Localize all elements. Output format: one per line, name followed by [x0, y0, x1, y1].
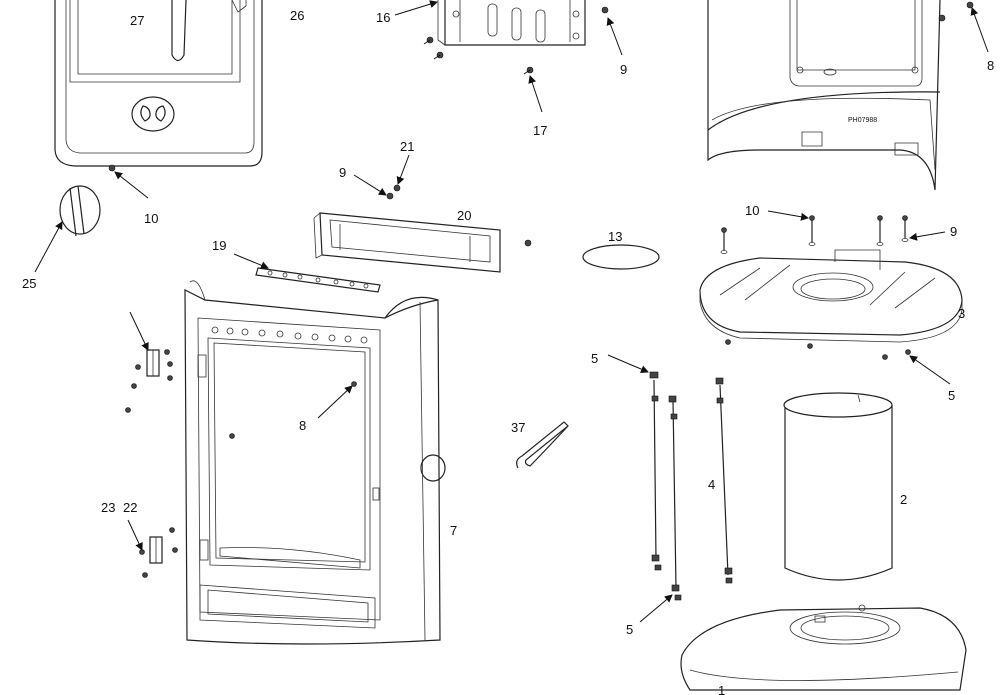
stamp-text: PH07988	[848, 117, 877, 124]
part-19-strip	[255, 267, 381, 293]
screws-plate	[423, 6, 609, 75]
label-10a: 10	[144, 211, 158, 226]
label-22: 22	[123, 500, 137, 515]
label-9a: 9	[620, 62, 627, 77]
part-16-baffle-plate	[437, 0, 586, 46]
label-8b: 8	[299, 418, 306, 433]
label-27: 27	[130, 13, 144, 28]
label-20: 20	[457, 208, 471, 223]
label-9c: 9	[950, 224, 957, 239]
part-37-hook	[516, 421, 569, 469]
part-8-back-panel: PH07988	[707, 0, 974, 191]
label-25: 25	[22, 276, 36, 291]
part-2-cylinder	[783, 392, 893, 581]
label-8a: 8	[987, 58, 994, 73]
label-17: 17	[533, 123, 547, 138]
label-37: 37	[511, 420, 525, 435]
label-7: 7	[450, 523, 457, 538]
label-19: 19	[212, 238, 226, 253]
label-10b: 10	[745, 203, 759, 218]
label-2: 2	[900, 492, 907, 507]
top-bolts	[720, 215, 909, 254]
label-5c: 5	[626, 622, 633, 637]
label-1: 1	[718, 683, 725, 695]
part-3-top-plate	[699, 249, 963, 360]
part-4-tie-rods	[649, 371, 733, 601]
label-4: 4	[708, 477, 715, 492]
part-7-stove-body	[184, 280, 446, 645]
part-13-disc	[582, 244, 660, 270]
label-5a: 5	[591, 351, 598, 366]
label-13: 13	[608, 229, 622, 244]
label-26: 26	[290, 8, 304, 23]
part-labels: 27 26 16 9 17 8 10 25 21 9 20 19 13 10 9…	[22, 8, 994, 695]
label-21: 21	[400, 139, 414, 154]
label-9b: 9	[339, 165, 346, 180]
part-27-door-panel	[54, 0, 263, 167]
label-5b: 5	[948, 388, 955, 403]
part-1-base	[680, 604, 967, 691]
leader-lines	[34, 0, 989, 623]
hinges-left	[125, 349, 178, 578]
part-20-bracket	[313, 184, 532, 273]
label-16: 16	[376, 10, 390, 25]
label-23: 23	[101, 500, 115, 515]
label-3: 3	[958, 306, 965, 321]
part-25-knob	[59, 164, 116, 237]
